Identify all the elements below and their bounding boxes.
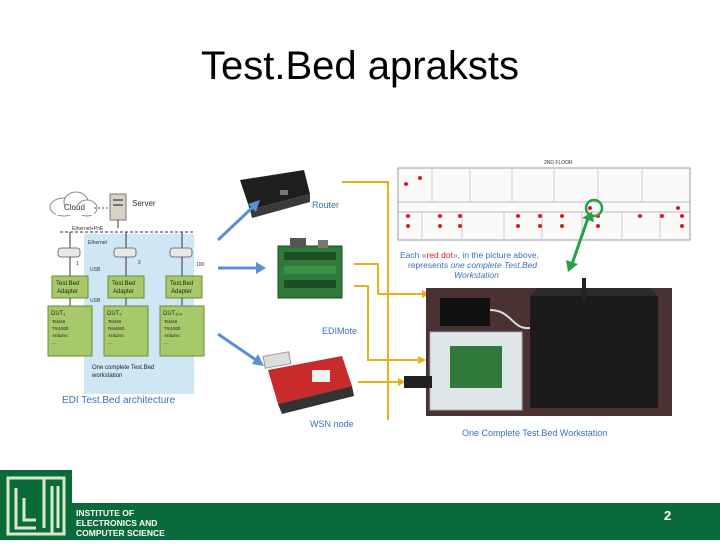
router-caption: Router [312, 200, 339, 210]
red-dot [538, 224, 542, 228]
adapter-label: Adapter [113, 289, 134, 295]
workstation-caption: One Complete Test.Bed Workstation [462, 428, 607, 438]
red-dot [458, 214, 462, 218]
highlight-circle [584, 198, 604, 218]
red-dot [418, 176, 422, 180]
logo-mark-icon [4, 474, 68, 538]
red-dot [516, 214, 520, 218]
ethernet-poe-label: Ethernet+PoE [72, 226, 104, 232]
institute-name: INSTITUTE OF ELECTRONICS AND COMPUTER SC… [76, 508, 165, 538]
wsn-caption: WSN node [310, 419, 354, 429]
usb-label: USB [90, 267, 101, 273]
red-dot [406, 214, 410, 218]
institute-logo [0, 470, 72, 540]
yellow-arrow [354, 285, 426, 364]
floor-plan: 2ND FLOOR [397, 160, 691, 241]
blue-arrow [216, 200, 260, 242]
testbed-figure: Cloud Server Ethernet+PoE Ethernet 1 2 1… [47, 160, 691, 438]
adapter-label: Test.Bed [112, 281, 135, 287]
router-icon: 1 [57, 232, 81, 267]
red-dot [596, 224, 600, 228]
dut-label: DUT₁₀₀ [163, 311, 183, 317]
wsn-node-photo [262, 351, 354, 414]
blue-arrow [217, 332, 264, 366]
dut-item: ... [52, 340, 56, 345]
floorplan-note-line1: Each «red dot», in the picture above, [400, 250, 539, 260]
red-dot [638, 214, 642, 218]
dut-box: DUT₁₀₀ Telos8 Tm1000 Arduino ... [159, 305, 205, 357]
server-icon [109, 193, 127, 221]
institute-name-line: ELECTRONICS AND [76, 518, 158, 528]
adapter-label: Adapter [171, 289, 192, 295]
server-label: Server [132, 199, 156, 208]
dut-item: Tm1000 [52, 326, 69, 331]
router-number: 2 [138, 260, 141, 266]
red-dot [458, 224, 462, 228]
red-dot [538, 214, 542, 218]
testbed-adapter: Test.Bed Adapter [51, 275, 89, 299]
institute-name-line: INSTITUTE OF [76, 508, 135, 518]
dut-item: Arduino [108, 333, 124, 338]
workstation-note: workstation [91, 373, 122, 379]
dut-box: DUT₁ Telos8 Tm1000 Arduino ... [47, 305, 93, 357]
dut-item: Telos8 [164, 319, 178, 324]
footer-bar [0, 503, 720, 540]
dut-item: ... [108, 340, 112, 345]
red-dot [660, 214, 664, 218]
adapter-label: Test.Bed [56, 281, 79, 287]
dut-box: DUT₂ Telos8 Rasi060 Arduino ... [103, 305, 149, 357]
blue-arrow [218, 262, 266, 274]
router-photo [240, 170, 310, 218]
dut-label: DUT₁ [51, 311, 65, 317]
workstation-photo [404, 278, 672, 416]
slide-title: Test.Bed apraksts [201, 44, 519, 88]
workstation-note: One complete Test.Bed [92, 365, 154, 371]
red-dot [680, 224, 684, 228]
red-dot [588, 206, 592, 210]
architecture-caption: EDI Test.Bed architecture [62, 395, 176, 406]
architecture-diagram: Cloud Server Ethernet+PoE Ethernet 1 2 1… [47, 191, 205, 406]
red-dot [560, 224, 564, 228]
antenna [582, 278, 586, 300]
testbed-adapter: Test.Bed Adapter [107, 275, 145, 299]
edimote-caption: EDIMote [322, 326, 357, 336]
testbed-adapter: Test.Bed Adapter [165, 275, 203, 299]
router-number: 1 [76, 261, 79, 267]
floorplan-note-line3: Workstation [454, 270, 499, 280]
green-arrow [566, 212, 594, 272]
dut-item: Tm1000 [164, 326, 181, 331]
page-number: 2 [664, 508, 672, 523]
red-dot [676, 206, 680, 210]
dut-item: Arduino [164, 333, 180, 338]
red-dot [438, 214, 442, 218]
red-dot [680, 214, 684, 218]
cloud-icon [49, 191, 98, 217]
router-icon: 2 [113, 232, 141, 266]
ethernet-label: Ethernet [88, 240, 108, 246]
floorplan-note-line2: represents one complete Test.Bed [408, 260, 537, 270]
dut-item: Telos8 [108, 319, 122, 324]
dut-item: Rasi060 [108, 326, 125, 331]
dut-item: ... [164, 340, 168, 345]
red-dot [438, 224, 442, 228]
router-icon: 100 [169, 232, 205, 268]
dut-item: Telos8 [52, 319, 66, 324]
yellow-arrow [342, 181, 389, 420]
yellow-arrow [358, 378, 406, 386]
dut-item: Arduino [52, 333, 68, 338]
adapter-label: Test.Bed [170, 281, 193, 287]
router-number: 100 [196, 262, 205, 268]
red-dot [406, 224, 410, 228]
usb-label: USB [90, 298, 101, 304]
dut-label: DUT₂ [107, 311, 122, 317]
institute-name-line: COMPUTER SCIENCE [76, 528, 165, 538]
red-dot [560, 214, 564, 218]
floor-label: 2ND FLOOR [544, 160, 573, 166]
red-dot [404, 182, 408, 186]
edimote-photo [277, 238, 343, 299]
cloud-label: Cloud [64, 203, 85, 212]
red-dot [516, 224, 520, 228]
adapter-label: Adapter [57, 289, 78, 295]
